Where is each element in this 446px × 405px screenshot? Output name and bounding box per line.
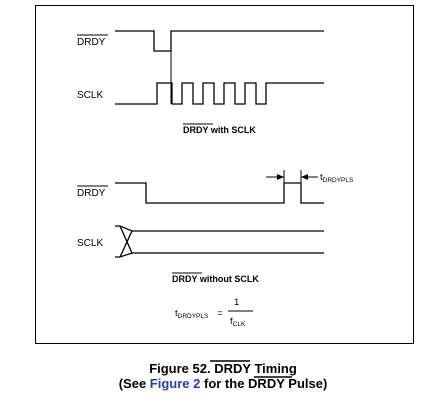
- top-drdy-waveform: [115, 30, 324, 52]
- pulse-dimension-label: tDRDYPLS: [320, 172, 354, 184]
- bottom-sclk-cross-a: [119, 225, 133, 254]
- pulse-dimension-arrow-left-head: [277, 174, 284, 180]
- bottom-subtitle: DRDY without SCLK: [172, 274, 259, 284]
- bottom-sclk-waveform-upper: [115, 225, 324, 232]
- pulse-dimension-arrow-right-head: [301, 174, 308, 180]
- bottom-sclk-waveform-lower: [115, 252, 324, 258]
- caption-line-2: (See Figure 2 for the DRDY Pulse): [119, 376, 328, 391]
- top-subtitle: DRDY with SCLK: [183, 125, 256, 135]
- bottom-sclk-label: SCLK: [77, 238, 103, 249]
- formula-denominator: fCLK: [230, 316, 246, 328]
- bottom-sclk-cross-b: [119, 230, 133, 258]
- formula-equals: =: [217, 308, 223, 319]
- bottom-drdy-waveform: [115, 182, 324, 204]
- diagram-border: [35, 5, 414, 344]
- formula-lhs: tDRDYPLS: [175, 308, 209, 320]
- caption-line-1: Figure 52. DRDY Timing: [149, 361, 297, 376]
- top-sclk-waveform: [115, 82, 324, 105]
- formula-numerator: 1: [234, 297, 239, 308]
- top-sclk-label: SCLK: [77, 90, 103, 101]
- bottom-drdy-label: DRDY: [77, 188, 106, 199]
- top-drdy-label: DRDY: [77, 37, 106, 48]
- figure-2-link[interactable]: Figure 2: [150, 376, 201, 391]
